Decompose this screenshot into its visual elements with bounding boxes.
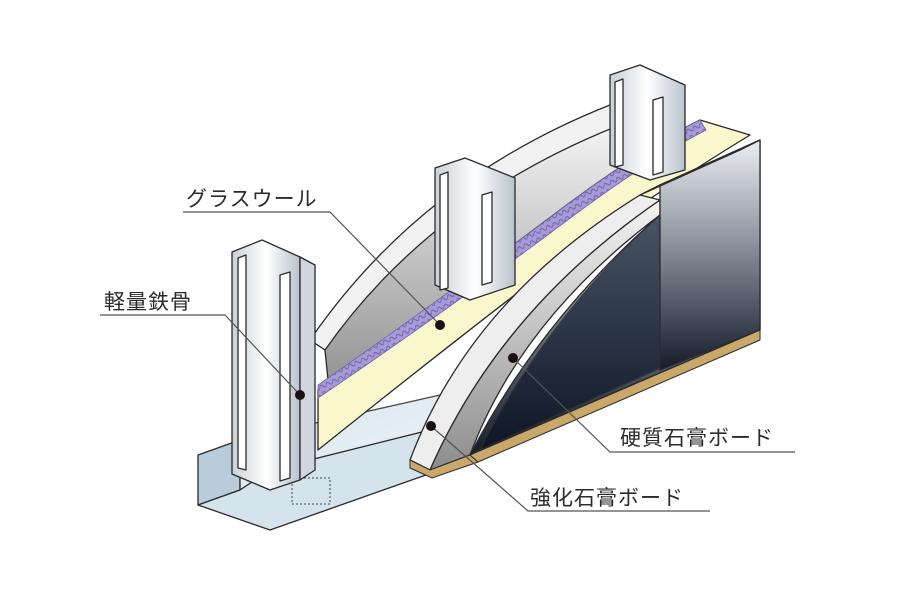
leader-hard-gypsum bbox=[508, 353, 795, 453]
label-glass-wool: グラスウール bbox=[186, 187, 318, 211]
leader-light-steel bbox=[100, 314, 305, 400]
label-hard-gypsum-board: 硬質石膏ボード bbox=[620, 426, 774, 450]
label-light-steel: 軽量鉄骨 bbox=[104, 290, 192, 314]
base-runner bbox=[197, 394, 471, 531]
hard-gypsum-board bbox=[469, 139, 761, 463]
steel-stud-right bbox=[609, 64, 686, 181]
steel-stud-middle bbox=[434, 157, 516, 301]
leader-reinforced-gypsum bbox=[426, 421, 710, 512]
leader-glass-wool bbox=[183, 211, 445, 330]
steel-stud-left bbox=[231, 239, 316, 491]
label-reinforced-gypsum-board: 強化石膏ボード bbox=[530, 486, 684, 510]
